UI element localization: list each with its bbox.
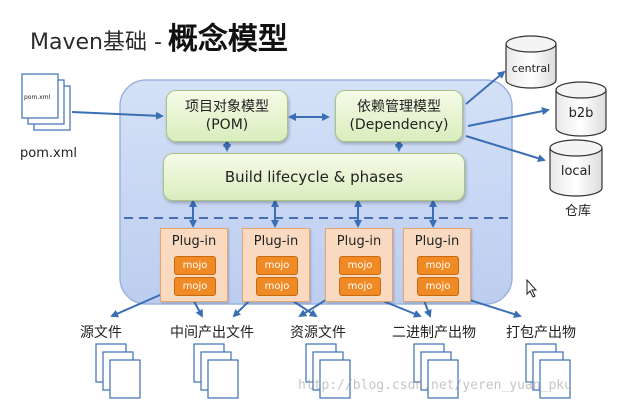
output-label-package: 打包产出物 (506, 325, 576, 341)
repo-central-cylinder (505, 35, 557, 89)
repo-b2b-cylinder (555, 81, 607, 137)
output-label-resources: 资源文件 (290, 325, 346, 341)
watermark-url: http://blog.csdn.net/yeren_yuan_pku (298, 378, 572, 393)
mojo-badge: mojo (339, 277, 381, 296)
plugin-box-4: Plug-in mojo mojo (403, 228, 471, 302)
doc-stack-resources (305, 343, 351, 399)
doc-stack-package (525, 343, 571, 399)
plugin-label: Plug-in (336, 234, 382, 249)
output-label-intermediate: 中间产出文件 (170, 325, 254, 341)
mojo-badge: mojo (174, 256, 216, 275)
mojo-badge: mojo (339, 256, 381, 275)
doc-stack-binary (413, 343, 459, 399)
repo-b2b-label: b2b (568, 106, 594, 121)
repo-local-cylinder (549, 139, 603, 197)
arrow-dep-b2b (467, 107, 550, 127)
mojo-badge: mojo (256, 277, 298, 296)
plugin-label: Plug-in (414, 234, 460, 249)
pom-doc-label: pom.xml (24, 94, 51, 101)
title-main: 概念模型 (167, 22, 288, 57)
page-title: Maven基础 - 概念模型 (30, 14, 288, 60)
arrow-dep-central (465, 70, 506, 105)
plugin-box-3: Plug-in mojo mojo (325, 228, 393, 302)
plugin-box-1: Plug-in mojo mojo (160, 228, 228, 302)
plugin-label: Plug-in (253, 234, 299, 249)
repo-local-label: local (560, 164, 592, 179)
dep-box-line1: 依赖管理模型 (356, 99, 441, 115)
mojo-badge: mojo (174, 277, 216, 296)
build-lifecycle-box: Build lifecycle & phases (163, 153, 465, 201)
plugin-box-2: Plug-in mojo mojo (242, 228, 310, 302)
mojo-badge: mojo (417, 256, 459, 275)
mojo-badge: mojo (256, 256, 298, 275)
plugin-label: Plug-in (171, 234, 217, 249)
pom-document-stack (21, 73, 71, 131)
pom-caption: pom.xml (20, 146, 77, 161)
dep-box-line2: (Dependency) (349, 117, 449, 133)
arrow-pomxml-to-pom (71, 111, 164, 120)
pom-model-box: 项目对象模型 (POM) (166, 90, 288, 142)
doc-stack-intermediate (193, 343, 239, 399)
output-label-binary: 二进制产出物 (392, 325, 476, 341)
dependency-model-box: 依赖管理模型 (Dependency) (335, 90, 463, 142)
cursor-icon (526, 278, 538, 298)
pom-box-line2: (POM) (205, 117, 249, 133)
doc-stack-source (95, 343, 141, 399)
output-label-source: 源文件 (80, 325, 122, 341)
title-prefix: Maven基础 - (30, 30, 162, 55)
pom-box-line1: 项目对象模型 (185, 99, 269, 115)
output-doc-stacks (95, 343, 571, 399)
repository-caption: 仓库 (564, 204, 591, 219)
repo-central-label: central (511, 62, 551, 75)
mojo-badge: mojo (417, 277, 459, 296)
arrow-dep-local (465, 135, 546, 163)
